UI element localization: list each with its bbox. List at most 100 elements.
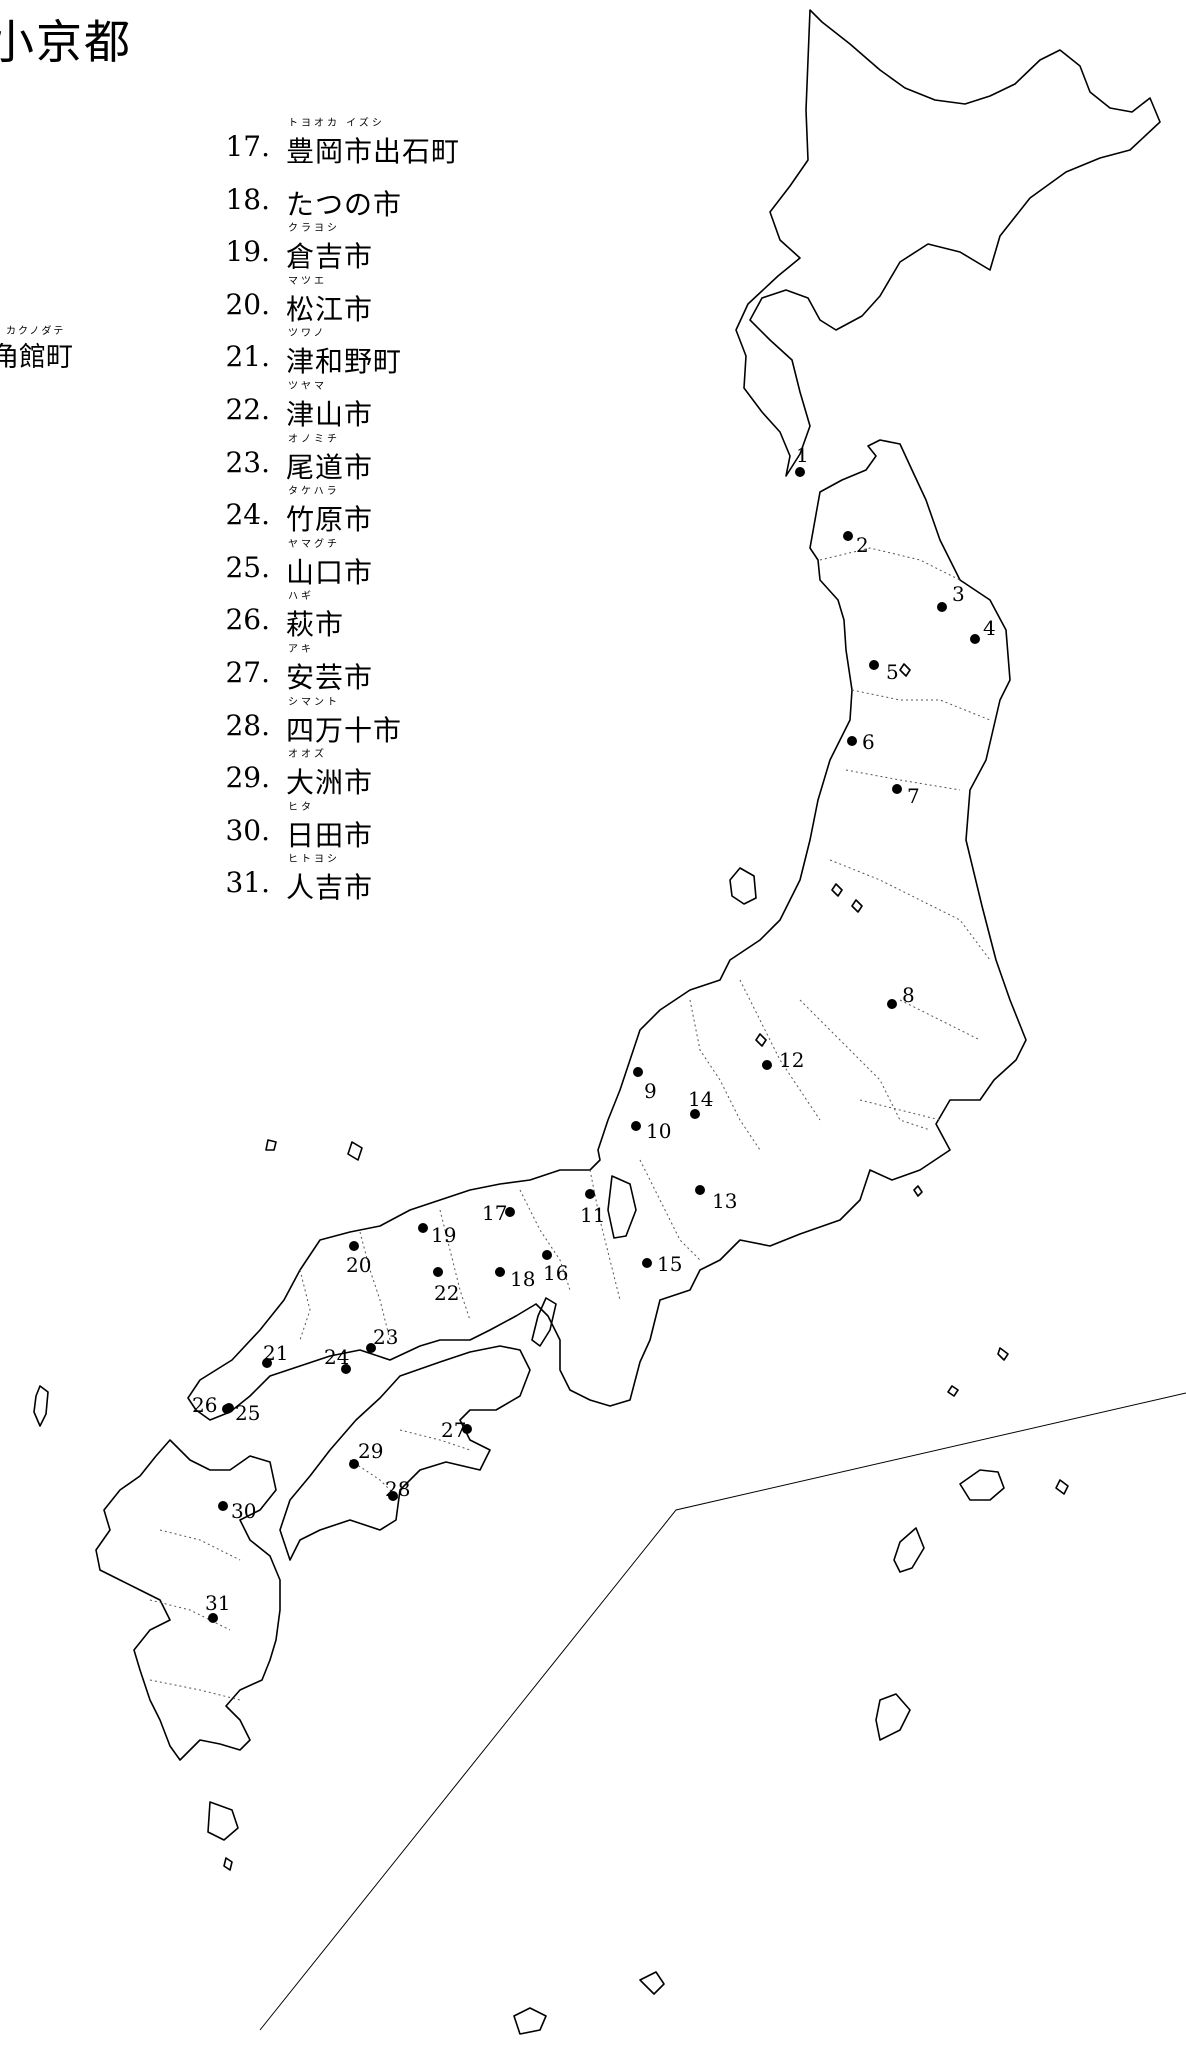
city-name: 人吉市 [286, 871, 374, 905]
okinawa-inset-divider [259, 1392, 1186, 2031]
city-marker-dot-15 [642, 1258, 652, 1268]
legend-entry-kakunodate: カクノダテ 角館町 [0, 322, 73, 374]
city-marker-label-31: 31 [205, 1591, 230, 1615]
city-marker-label-24: 24 [324, 1345, 349, 1369]
city-name: 尾道市 [286, 450, 374, 484]
city-marker-label-7: 7 [907, 784, 920, 808]
city-marker-dot-22 [433, 1267, 443, 1277]
city-marker-dot-30 [218, 1501, 228, 1511]
city-marker-label-26: 26 [192, 1393, 217, 1417]
city-name: 松江市 [286, 292, 374, 326]
legend-number: 20. [225, 287, 270, 321]
city-marker-dot-16 [542, 1250, 552, 1260]
city-marker-dot-20 [349, 1241, 359, 1251]
city-marker-label-5: 5 [886, 660, 899, 684]
city-marker-label-28: 28 [385, 1477, 410, 1501]
city-marker-label-12: 12 [779, 1048, 804, 1072]
city-marker-label-8: 8 [902, 983, 915, 1007]
city-name: たつの市 [286, 187, 403, 221]
city-markers: 1234567891011121314151617181920212223242… [192, 443, 996, 1623]
lake-biwa [607, 1175, 637, 1239]
city-marker-label-18: 18 [510, 1267, 535, 1291]
legend-number: 31. [225, 866, 270, 900]
legend-number: 18. [225, 182, 270, 216]
city-marker-dot-28 [388, 1491, 398, 1501]
city-marker-label-23: 23 [373, 1325, 398, 1349]
city-name: 安芸市 [286, 660, 374, 694]
city-marker-dot-5 [869, 660, 879, 670]
city-marker-label-10: 10 [646, 1119, 671, 1143]
city-name: 豊岡市出石町 [286, 135, 461, 168]
legend-number: 29. [225, 761, 270, 795]
furigana: ツワノ [288, 328, 327, 340]
legend-number: 24. [225, 498, 270, 532]
city-marker-label-17: 17 [482, 1201, 507, 1225]
city-name: 角館町 [0, 342, 73, 373]
city-marker-dot-9 [633, 1067, 643, 1077]
city-marker-dot-27 [462, 1424, 472, 1434]
city-marker-label-19: 19 [431, 1223, 456, 1247]
city-marker-label-30: 30 [231, 1499, 256, 1523]
city-marker-dot-4 [970, 634, 980, 644]
city-name: 大洲市 [286, 766, 374, 800]
city-marker-dot-29 [349, 1459, 359, 1469]
furigana: トヨオカ イズシ [288, 118, 385, 129]
furigana: マツエ [288, 275, 327, 287]
city-marker-label-20: 20 [346, 1253, 371, 1277]
city-marker-label-3: 3 [952, 582, 965, 606]
city-name: 竹原市 [286, 503, 374, 537]
city-name: 四万十市 [286, 713, 403, 747]
city-marker-label-25: 25 [235, 1401, 260, 1425]
city-name: 津山市 [286, 397, 374, 431]
city-marker-label-2: 2 [856, 533, 869, 557]
city-marker-dot-31 [208, 1613, 218, 1623]
city-name: 津和野町 [286, 345, 403, 379]
furigana: クラヨシ [288, 223, 340, 235]
furigana: ツヤマ [288, 380, 327, 392]
city-name: 山口市 [286, 555, 374, 589]
city-marker-dot-3 [937, 602, 947, 612]
city-marker-dot-6 [847, 736, 857, 746]
city-marker-dot-13 [695, 1185, 705, 1195]
city-marker-label-15: 15 [657, 1252, 682, 1276]
tsushima-island [33, 1385, 49, 1427]
legend-number: 30. [225, 813, 270, 847]
city-marker-dot-11 [585, 1189, 595, 1199]
furigana: ハギ [288, 591, 314, 603]
city-marker-dot-23 [366, 1343, 376, 1353]
furigana: オノミチ [288, 433, 340, 445]
legend-number: 21. [225, 340, 270, 374]
okinawa-island [893, 1527, 925, 1573]
awaji-island [531, 1297, 557, 1347]
city-marker-dot-17 [505, 1207, 515, 1217]
kyushu-island [95, 1439, 281, 1761]
city-marker-label-1: 1 [796, 443, 809, 467]
city-marker-dot-2 [843, 531, 853, 541]
city-marker-dot-24 [341, 1364, 351, 1374]
city-marker-dot-19 [418, 1223, 428, 1233]
furigana: ヒトヨシ [288, 854, 340, 866]
city-marker-dot-26 [222, 1404, 232, 1414]
shikoku-island [279, 1345, 531, 1561]
city-marker-label-14: 14 [688, 1087, 713, 1111]
legend-number: 26. [225, 603, 270, 637]
legend-number: 28. [225, 708, 270, 742]
city-marker-label-27: 27 [441, 1418, 466, 1442]
legend-number: 19. [225, 235, 270, 269]
city-marker-label-6: 6 [862, 730, 875, 754]
city-marker-dot-1 [795, 467, 805, 477]
city-marker-dot-7 [892, 784, 902, 794]
sado-island [729, 867, 757, 905]
city-marker-label-11: 11 [580, 1203, 605, 1227]
city-marker-label-9: 9 [644, 1079, 657, 1103]
furigana: オオズ [288, 749, 327, 761]
city-name: 倉吉市 [286, 240, 374, 274]
furigana: タケハラ [288, 486, 340, 498]
city-name: 日田市 [286, 818, 374, 852]
furigana: カクノダテ [6, 326, 66, 337]
furigana: シマント [288, 696, 340, 708]
city-marker-label-21: 21 [263, 1341, 288, 1365]
page-title: 小京都 [0, 15, 132, 69]
legend-number: 25. [225, 550, 270, 584]
